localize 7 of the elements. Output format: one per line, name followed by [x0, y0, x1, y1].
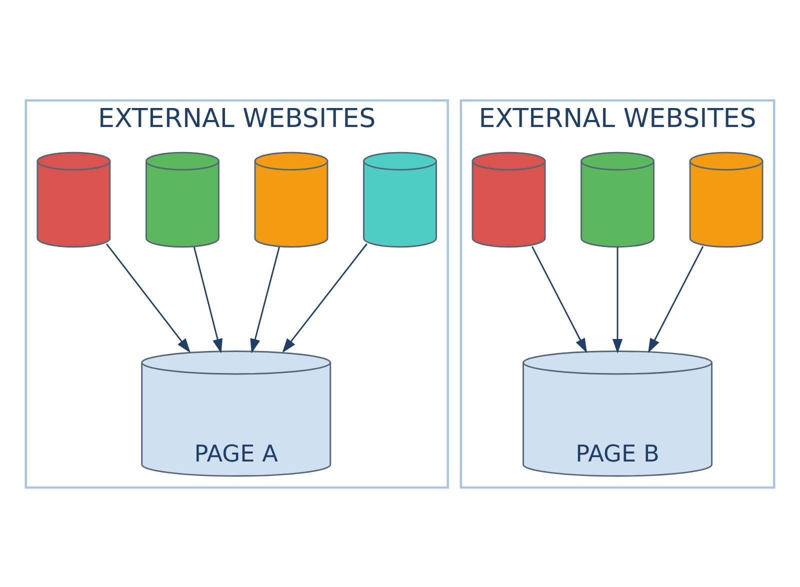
arrow — [106, 242, 190, 352]
arrow — [612, 246, 623, 353]
arrow — [648, 246, 704, 352]
arrow — [250, 246, 280, 353]
arrow — [282, 242, 368, 352]
arrow — [193, 246, 223, 353]
arrow — [531, 246, 587, 352]
